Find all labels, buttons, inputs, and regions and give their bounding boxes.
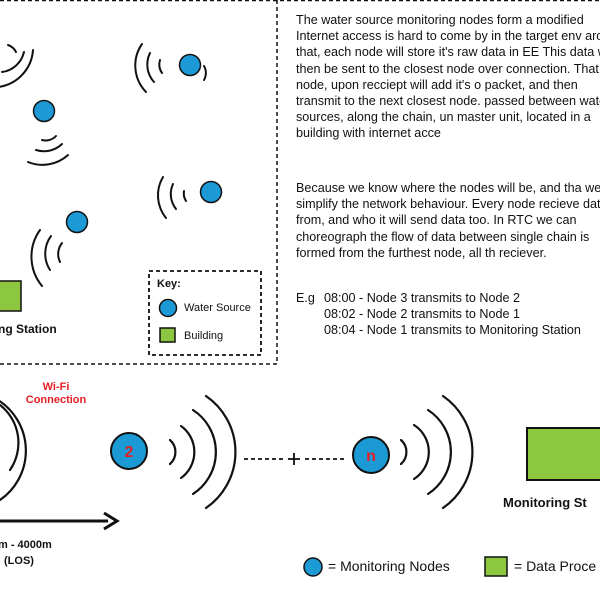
range-label: m - 4000m (LOS) <box>0 537 52 569</box>
range-arrow-head <box>103 511 120 531</box>
wifi-label-line1: Wi-Fi <box>42 381 70 393</box>
signal-arc <box>41 135 57 142</box>
example-line: 08:00 - Node 3 transmits to Node 2 <box>324 291 521 305</box>
water-source-node <box>65 210 89 234</box>
legend-building-icon <box>484 556 508 577</box>
water-source-node <box>199 180 223 204</box>
water-source-nodes <box>32 53 223 234</box>
map-panel <box>0 43 207 287</box>
signal-arc <box>204 394 237 510</box>
signal-arc <box>44 235 52 271</box>
signal-arc <box>426 408 452 496</box>
range-label-line2: (LOS) <box>4 555 34 567</box>
signal-arc <box>158 59 163 74</box>
signal-arc <box>156 176 167 219</box>
monitoring-node-2 <box>110 432 148 470</box>
signal-arc <box>146 52 155 83</box>
key-water-source-label: Water Source <box>184 302 251 314</box>
example-line: 08:02 - Node 2 transmits to Node 1 <box>324 307 521 321</box>
key-building-label: Building <box>184 330 224 342</box>
signal-arc <box>203 65 207 81</box>
signal-arc <box>179 424 196 480</box>
signal-arc <box>168 438 177 466</box>
legend-nodes-label: = Monitoring Nodes <box>328 558 450 574</box>
signal-arc <box>169 183 177 210</box>
key-building-icon <box>159 327 176 343</box>
signal-arc <box>191 408 217 496</box>
signal-arc <box>30 229 43 287</box>
key-water-icon <box>158 298 178 318</box>
node-n-label: n <box>366 448 376 465</box>
signal-arc <box>1 51 25 73</box>
signal-arc <box>441 394 474 510</box>
signal-arc <box>27 154 69 166</box>
legend-node-icon <box>303 557 323 577</box>
signal-arc <box>57 242 63 263</box>
signal-arc <box>0 403 20 472</box>
description-paragraph-1: The water source monitoring nodes form a… <box>296 13 600 141</box>
key-title: Key: <box>157 278 181 290</box>
wifi-label-line2: Connection <box>25 394 87 406</box>
legend-processing-label: = Data Proce <box>514 558 597 574</box>
signal-arc <box>0 49 34 88</box>
signal-arc <box>35 143 63 153</box>
range-label-line1: m - 4000m <box>0 539 52 551</box>
monitoring-node-n <box>352 436 390 474</box>
signal-arc <box>0 400 27 502</box>
signal-arc <box>412 423 430 481</box>
chain-signal-arcs <box>0 394 474 510</box>
example-prefix: E.g <box>296 291 315 305</box>
building-icon <box>0 280 22 312</box>
signal-arc <box>134 43 147 93</box>
monitoring-station-building <box>526 427 600 481</box>
signal-arc <box>7 44 17 53</box>
water-source-node <box>178 53 202 77</box>
station-label-left: ng Station <box>0 322 57 336</box>
water-source-node <box>32 99 56 123</box>
signal-arc <box>182 190 187 202</box>
station-label-right: Monitoring St <box>503 495 587 510</box>
wifi-connection-label: Wi-Fi Connection <box>24 381 88 407</box>
example-line: 08:04 - Node 1 transmits to Monitoring S… <box>324 323 581 337</box>
description-paragraph-2: Because we know where the nodes will be,… <box>296 181 600 260</box>
signal-arc <box>399 438 408 466</box>
node-2-label: 2 <box>125 444 134 461</box>
